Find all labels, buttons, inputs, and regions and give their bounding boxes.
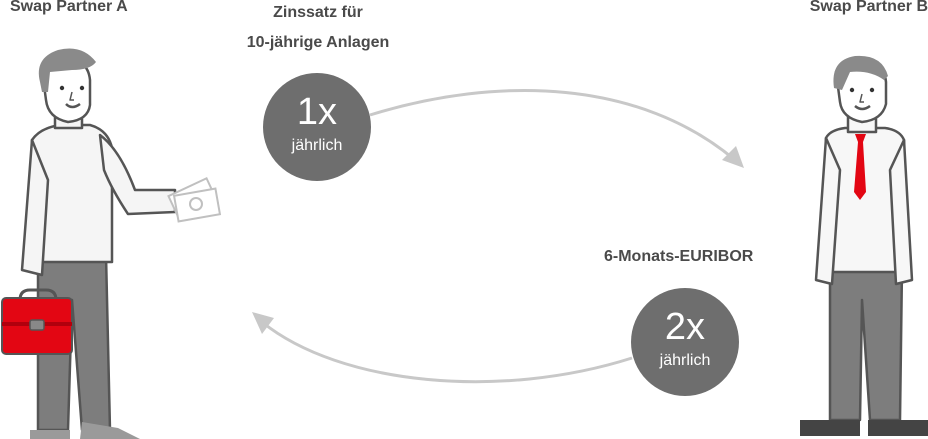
floating-rate-label: 6-Monats-EURIBOR	[604, 248, 754, 265]
arrow-b-to-a	[261, 320, 633, 384]
floating-frequency-value: 2x	[664, 306, 706, 348]
arrow-head-right	[722, 146, 744, 168]
floating-frequency-unit: jährlich	[659, 352, 711, 369]
fixed-rate-label-line2: 10-jährige Anlagen	[246, 34, 390, 51]
person-b-figure	[800, 55, 928, 436]
fixed-rate-label: Zinssatz für 10-jährige Anlagen	[238, 0, 398, 58]
arrow-head-left	[252, 312, 274, 334]
tie-icon	[854, 134, 866, 200]
fixed-frequency-badge: 1x jährlich	[263, 73, 371, 181]
fixed-frequency-unit: jährlich	[291, 137, 343, 154]
money-bills-icon	[167, 177, 222, 223]
arrow-a-to-b	[369, 89, 736, 162]
fixed-rate-label-line1: Zinssatz für	[273, 4, 363, 21]
fixed-frequency-value: 1x	[296, 91, 338, 133]
person-a-figure	[20, 48, 177, 439]
floating-frequency-badge: 2x jährlich	[631, 288, 739, 396]
partner-b-label: Swap Partner B	[809, 0, 928, 15]
partner-a-label: Swap Partner A	[10, 0, 128, 15]
briefcase-icon	[1, 288, 73, 355]
